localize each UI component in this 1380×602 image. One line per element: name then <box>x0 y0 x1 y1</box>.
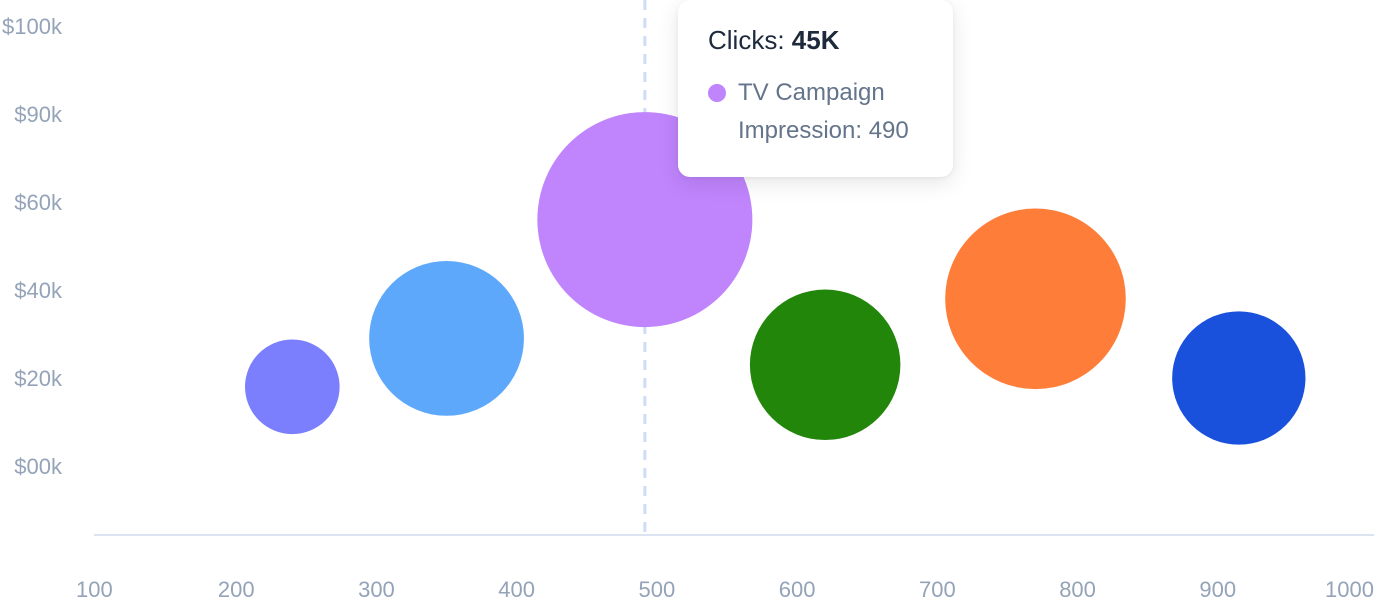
chart-tooltip: Clicks: 45K TV Campaign Impression: 490 <box>678 0 953 177</box>
x-axis: 100 200 300 400 500 600 700 800 900 1000 <box>76 534 1374 602</box>
bubble-series <box>245 112 1306 445</box>
tooltip-detail: Impression: 490 <box>738 117 909 144</box>
tooltip-title-label: Clicks: <box>708 25 785 55</box>
y-tick-label: $40k <box>14 278 63 303</box>
bubble-point[interactable] <box>369 261 524 416</box>
x-tick-label: 200 <box>218 577 255 602</box>
x-tick-label: 700 <box>919 577 956 602</box>
x-tick-label: 800 <box>1059 577 1096 602</box>
x-tick-label: 300 <box>358 577 395 602</box>
tooltip-series-dot <box>708 84 726 102</box>
x-tick-label: 500 <box>639 577 676 602</box>
tooltip-series: TV Campaign <box>708 78 923 108</box>
bubble-point[interactable] <box>945 208 1126 390</box>
tooltip-title: Clicks: 45K <box>708 24 923 56</box>
x-tick-label: 900 <box>1199 577 1236 602</box>
x-tick-label: 1000 <box>1325 577 1374 602</box>
y-tick-label: $90k <box>14 102 63 127</box>
y-axis: $00k $20k $40k $60k $90k $100k <box>2 14 63 479</box>
tooltip-series-name: TV Campaign <box>738 79 885 106</box>
tooltip-title-value: 45K <box>791 25 840 55</box>
x-tick-label: 100 <box>76 577 113 602</box>
x-tick-label: 600 <box>779 577 816 602</box>
y-tick-label: $60k <box>14 190 63 215</box>
x-tick-label: 400 <box>498 577 535 602</box>
bubble-point[interactable] <box>749 289 901 441</box>
y-tick-label: $00k <box>14 454 63 479</box>
y-tick-label: $20k <box>14 366 63 391</box>
bubble-point[interactable] <box>245 339 340 435</box>
bubble-point[interactable] <box>1172 311 1306 445</box>
y-tick-label: $100k <box>2 14 63 39</box>
